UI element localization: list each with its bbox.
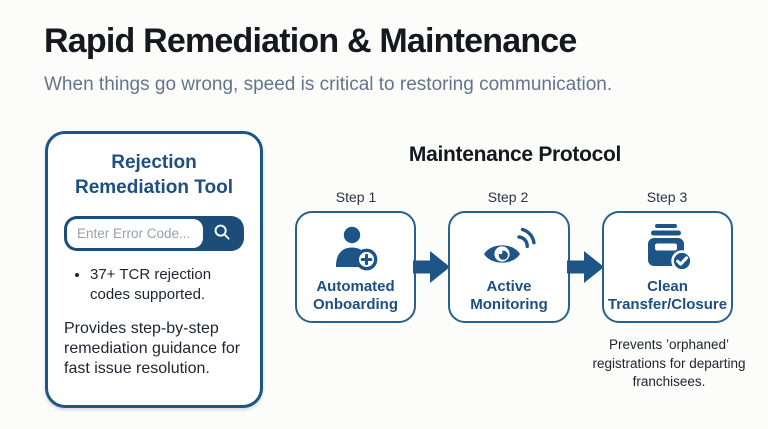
step-card-clean-transfer-closure: Clean Transfer/Closure	[602, 211, 733, 323]
step-label: Active Monitoring	[470, 278, 548, 313]
person-add-icon	[330, 222, 382, 274]
panel-description: Provides step-by-step remediation guidan…	[64, 319, 241, 378]
step-3-caption: Step 3	[646, 189, 688, 205]
page-title: Rapid Remediation & Maintenance	[44, 22, 577, 60]
search-button[interactable]	[203, 219, 241, 249]
panel-bullet-list: 37+ TCR rejection codes supported.	[64, 265, 244, 305]
step-1-caption: Step 1	[335, 189, 377, 205]
page-subtitle: When things go wrong, speed is critical …	[44, 74, 613, 95]
eye-monitoring-icon	[481, 222, 537, 274]
step-card-automated-onboarding: Automated Onboarding	[295, 211, 416, 323]
step-label: Clean Transfer/Closure	[607, 278, 728, 313]
panel-title: Rejection Remediation Tool	[75, 152, 233, 198]
archive-check-icon	[641, 222, 695, 274]
step-2-caption: Step 2	[487, 189, 529, 205]
rejection-remediation-panel: Rejection Remediation Tool 37+ TCR rejec…	[45, 131, 263, 408]
bullet-item: 37+ TCR rejection codes supported.	[90, 265, 244, 305]
step-card-active-monitoring: Active Monitoring	[448, 211, 570, 323]
flow-arrow-icon	[567, 246, 604, 293]
protocol-note: Prevents ’orphaned’ registrations for de…	[592, 337, 746, 390]
search-icon	[212, 222, 232, 245]
flow-arrow-icon	[413, 246, 450, 293]
step-label: Automated Onboarding	[313, 278, 398, 313]
protocol-title: Maintenance Protocol	[408, 143, 622, 166]
error-code-search-bar	[64, 216, 244, 252]
error-code-input[interactable]	[67, 219, 203, 249]
